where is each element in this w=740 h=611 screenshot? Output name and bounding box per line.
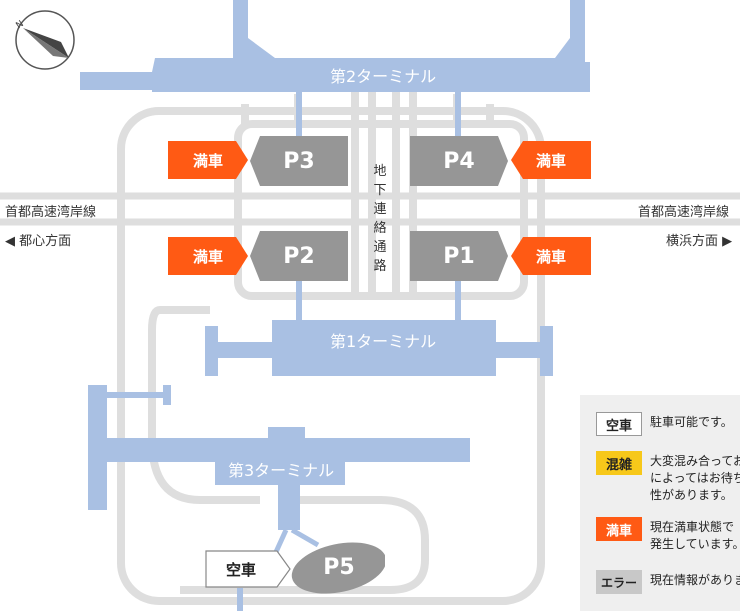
p2-connector <box>296 280 302 322</box>
parking-p5-label: P5 <box>323 554 355 580</box>
status-p3-label: 満車 <box>192 151 223 170</box>
parking-p1-shape <box>410 231 508 281</box>
parking-p3-label: P3 <box>283 148 315 174</box>
expressway-label-right: 首都高速湾岸線 <box>638 205 730 220</box>
status-p4-label: 満車 <box>535 151 566 170</box>
terminal3-walkway-end <box>163 385 171 405</box>
parking-p2-shape <box>250 231 348 281</box>
terminal2-building <box>80 0 590 92</box>
parking-p1[interactable]: P1 <box>410 231 508 281</box>
p1-connector <box>455 280 461 322</box>
status-p1: 満車 <box>511 237 591 275</box>
p5-connector <box>273 527 320 554</box>
legend-badge-error: エラー <box>596 570 642 594</box>
parking-p5-shape <box>291 542 385 594</box>
parking-p5[interactable]: P5 <box>287 541 385 594</box>
p3-connector <box>296 92 302 137</box>
parking-p2[interactable]: P2 <box>250 231 348 281</box>
status-p4: 満車 <box>511 141 591 179</box>
terminal1-building <box>205 320 553 376</box>
legend-text-error: 現在情報がありま <box>650 573 740 587</box>
legend-badge-empty: 空車 <box>596 412 642 436</box>
terminal-buildings <box>80 0 590 611</box>
parking-p3-shape <box>250 136 348 186</box>
status-p1-label: 満車 <box>535 247 566 266</box>
parking-p4[interactable]: P4 <box>410 136 508 186</box>
svg-text:N: N <box>14 19 25 31</box>
legend-badge-full: 満車 <box>596 517 642 541</box>
parking-p3[interactable]: P3 <box>250 136 348 186</box>
status-p2-label: 満車 <box>192 247 223 266</box>
parking-p4-label: P4 <box>443 148 475 174</box>
p5-loop-road <box>180 496 429 594</box>
legend-text-congested: 大変混み合ってお によってはお待ち 性があります。 <box>650 454 740 502</box>
status-legend: 空車 駐車可能です。 混雑 大変混み合ってお によってはお待ち 性があります。 … <box>580 395 740 611</box>
status-p3: 満車 <box>168 141 248 179</box>
parking-p4-shape <box>410 136 508 186</box>
terminal2-label: 第2ターミナル <box>330 67 437 86</box>
legend-badge-congested: 混雑 <box>596 451 642 475</box>
status-p5: 空車 <box>205 550 291 588</box>
status-p5-label: 空車 <box>225 560 256 579</box>
legend-text-empty: 駐車可能です。 <box>650 415 733 429</box>
direction-tokyo-label: ◀ 都心方面 <box>5 234 72 249</box>
status-p2: 満車 <box>168 237 248 275</box>
north-arrow-compass-icon: N <box>14 10 75 70</box>
parking-p1-label: P1 <box>443 243 475 269</box>
p4-connector <box>455 92 461 137</box>
expressway-label-left: 首都高速湾岸線 <box>5 205 97 220</box>
legend-text-full: 現在満車状態で 発生しています。 <box>650 520 740 551</box>
p5-bottom-connector <box>237 588 243 611</box>
terminal3-label: 第3ターミナル <box>228 461 335 480</box>
terminal3-building <box>88 385 470 530</box>
terminal3-walkway <box>107 392 163 398</box>
expressway <box>0 192 740 226</box>
parking-loop-road <box>234 120 528 300</box>
underground-passage-label: 地下連絡通路 <box>373 164 387 274</box>
direction-yokohama-label: 横浜方面 ▶ <box>666 234 733 249</box>
terminal1-label: 第1ターミナル <box>330 332 437 351</box>
parking-p2-label: P2 <box>283 243 315 269</box>
